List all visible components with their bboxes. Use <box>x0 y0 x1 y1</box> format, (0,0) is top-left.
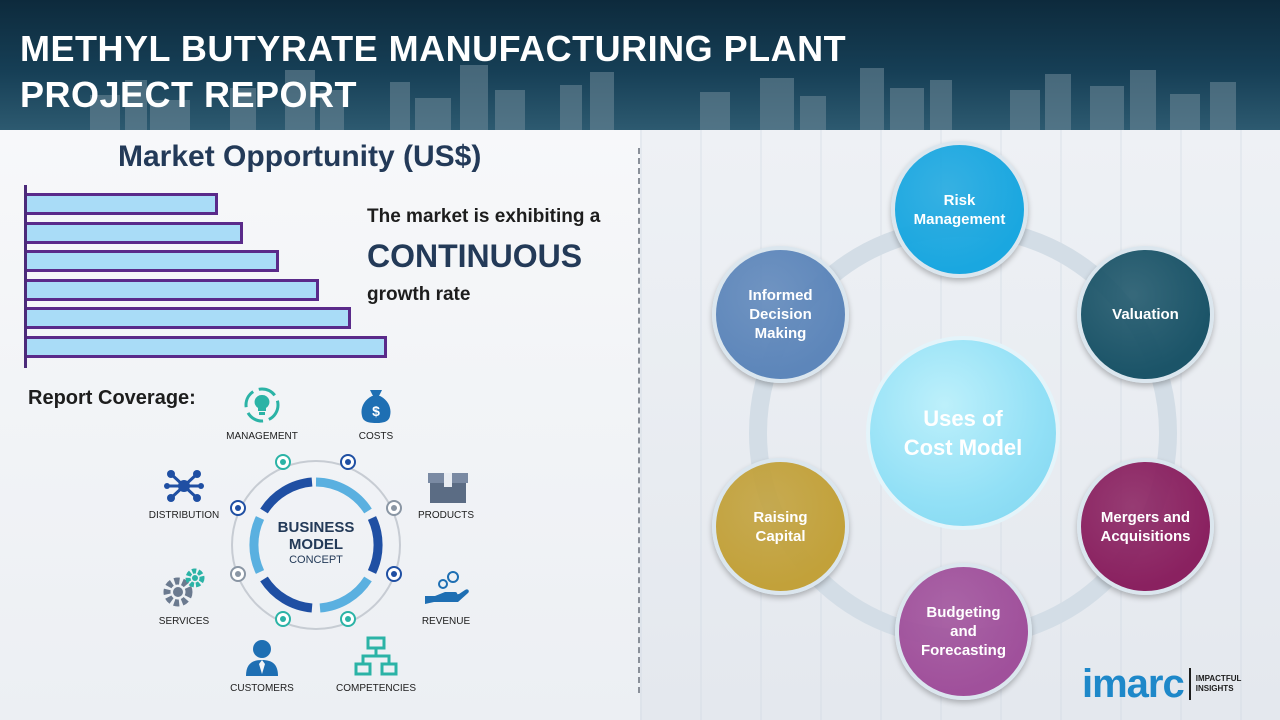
market-bar <box>27 221 243 244</box>
coverage-label-products: PRODUCTS <box>417 510 475 521</box>
money-bag-icon: $ <box>361 390 391 423</box>
box-icon <box>428 473 468 503</box>
org-chart-icon <box>354 636 398 676</box>
market-bar <box>27 250 279 272</box>
coverage-label-services: SERVICES <box>158 616 210 627</box>
coverage-label-distribution: DISTRIBUTION <box>148 510 220 521</box>
city-skyline-image <box>90 65 1236 130</box>
coverage-label-competencies: COMPETENCIES <box>335 683 416 694</box>
person-icon <box>246 640 278 676</box>
hand-coin-icon <box>425 571 469 604</box>
coverage-label-management: MANAGEMENT <box>226 431 298 442</box>
business-model-diagram <box>230 454 402 630</box>
logo-separator <box>1188 668 1191 700</box>
market-bar <box>27 335 387 358</box>
svg-text:$: $ <box>372 403 380 419</box>
page-title: METHYL BUTYRATE MANUFACTURING PLANT PROJ… <box>20 28 847 115</box>
coverage-label-customers: CUSTOMERS <box>230 683 294 694</box>
market-bar <box>27 278 319 301</box>
market-opportunity-title: Market Opportunity (US$) <box>118 140 482 173</box>
imarc-logo: imarc IMPACTFUL INSIGHTS <box>1082 662 1242 706</box>
business-model-center: BUSINESS MODEL CONCEPT <box>277 519 355 566</box>
market-text-highlight: CONTINUOUS <box>367 238 583 274</box>
header-banner: METHYL BUTYRATE MANUFACTURING PLANT PROJ… <box>0 0 1280 130</box>
panel-divider <box>638 148 640 693</box>
cost-model-center: Uses of Cost Model <box>866 336 1060 530</box>
bars-axis <box>24 185 27 368</box>
report-coverage-title: Report Coverage: <box>28 387 196 409</box>
coverage-label-costs: COSTS <box>358 431 394 442</box>
coverage-label-revenue: REVENUE <box>421 616 471 627</box>
market-text-line3: growth rate <box>367 284 471 305</box>
market-bar <box>27 307 351 329</box>
gears-icon <box>163 568 205 607</box>
market-text-line1: The market is exhibiting a <box>367 206 601 227</box>
gear-bulb-icon <box>244 387 280 423</box>
network-icon <box>164 470 204 502</box>
cost-model-node-valuation: Valuation <box>1077 246 1214 383</box>
market-bar <box>27 193 218 215</box>
